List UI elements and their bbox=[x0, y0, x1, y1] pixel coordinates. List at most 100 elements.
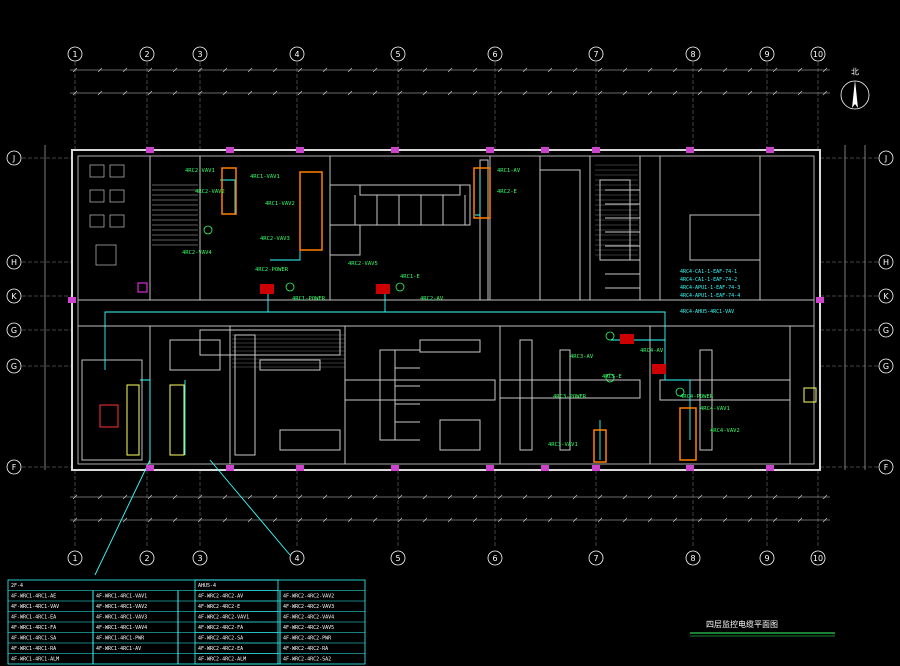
grid-row-label: K bbox=[883, 292, 889, 301]
grid-bubble bbox=[685, 550, 701, 566]
grid-column-label: 10 bbox=[813, 50, 823, 59]
equipment-tag: 4RC4-AV bbox=[640, 348, 664, 354]
grid-column-label: 4 bbox=[294, 554, 299, 563]
grid-column-label: 4 bbox=[294, 50, 299, 59]
equipment-panels bbox=[99, 167, 817, 463]
table-cell: 4F-WRC1-4RC1-SA bbox=[11, 636, 56, 642]
equipment-tags: 4RC2-VAV14RC2-VAV24RC1-VAV14RC1-VAV24RC2… bbox=[182, 168, 740, 448]
equipment-tag: 4RC2-VAV2 bbox=[195, 189, 225, 195]
grid-bubble bbox=[759, 550, 775, 566]
grid-column-label: 7 bbox=[593, 50, 598, 59]
grid-bubble bbox=[810, 46, 826, 62]
grid-bubble bbox=[289, 550, 305, 566]
sensor-devices bbox=[203, 225, 685, 397]
table-cell: 4F-WRC1-4RC1-AE bbox=[11, 594, 56, 600]
grid-bubble bbox=[878, 254, 894, 270]
grid-bubble bbox=[487, 550, 503, 566]
grid-row-label: G bbox=[11, 362, 17, 371]
grid-bubble bbox=[139, 46, 155, 62]
equipment-tag: 4RC4-VAV2 bbox=[710, 428, 740, 434]
stairs bbox=[152, 164, 638, 368]
table-cell: 4F-WRC2-4RC2-EA bbox=[198, 646, 243, 652]
table-cell: 4F-WRC1-4RC1-VAV3 bbox=[96, 615, 147, 621]
grid-row-label: F bbox=[12, 463, 17, 472]
dimension-ticks bbox=[72, 67, 828, 523]
equipment-tag: 4RC1-VAV1 bbox=[250, 174, 280, 180]
equipment-tag: 4RC1-VAV2 bbox=[265, 201, 295, 207]
grid-bubble bbox=[289, 46, 305, 62]
grid-column-label: 3 bbox=[197, 50, 202, 59]
grid-bubble bbox=[878, 288, 894, 304]
equipment-tag: 4RC2-E bbox=[497, 189, 517, 195]
table-title: AHU5-4 bbox=[198, 583, 216, 589]
drawing-title: 四层监控电缆平面图 bbox=[706, 619, 778, 629]
table-cell: 4F-WRC2-4RC2-VAV5 bbox=[283, 625, 334, 631]
grid-bubble bbox=[878, 150, 894, 166]
grid-bubble bbox=[67, 550, 83, 566]
grid-bubble bbox=[685, 46, 701, 62]
grid-bubble bbox=[6, 322, 22, 338]
grid-column-label: 10 bbox=[813, 554, 823, 563]
grid-bubble bbox=[759, 46, 775, 62]
building-outline bbox=[71, 149, 821, 471]
grid-bubble bbox=[6, 288, 22, 304]
equipment-tag: 4RC2-VAV3 bbox=[260, 236, 290, 242]
table-cell: 4F-WRC2-4RC2-PWR bbox=[283, 636, 332, 642]
table-cell: 4F-WRC1-4RC1-VAV bbox=[11, 604, 59, 610]
grid-row-label: K bbox=[11, 292, 17, 301]
grid-row-label: G bbox=[883, 362, 889, 371]
grid-column-label: 2 bbox=[144, 554, 149, 563]
grid-bubble bbox=[6, 254, 22, 270]
grid-bubble bbox=[192, 46, 208, 62]
north-label: 北 bbox=[851, 68, 859, 77]
equipment-tag: 4RC5-E bbox=[602, 374, 622, 380]
table-cell: 4F-WRC2-4RC2-VAV4 bbox=[283, 615, 334, 621]
structural-columns bbox=[68, 147, 824, 471]
grid-bubble bbox=[487, 46, 503, 62]
table-cell: 4F-WRC2-4RC2-VAV3 bbox=[283, 604, 334, 610]
table-cell: 4F-WRC2-4RC2-SA bbox=[198, 636, 243, 642]
drawing-title-block: 四层监控电缆平面图 bbox=[690, 619, 835, 637]
table-cell: 4F-WRC2-4RC2-SA2 bbox=[283, 657, 331, 663]
table-cell: 4F-WRC2-4RC2-E bbox=[198, 604, 240, 610]
grid-bubble bbox=[390, 46, 406, 62]
cable-note: 4RC4-CA1-1-EAF-74-1 bbox=[680, 269, 737, 275]
grid-column-label: 8 bbox=[690, 554, 695, 563]
equipment-tag: 4RC2-POWER bbox=[255, 267, 289, 273]
table-cell: 4F-WRC2-4RC2-ALM bbox=[198, 657, 246, 663]
equipment-tag: 4RC4-POWER bbox=[680, 394, 714, 400]
grid-bubble bbox=[139, 550, 155, 566]
cable-note: 4RC4-CA1-1-EAF-74-2 bbox=[680, 277, 737, 283]
grid-bubble bbox=[588, 550, 604, 566]
grid-column-label: 8 bbox=[690, 50, 695, 59]
grid-column-label: 5 bbox=[395, 554, 400, 563]
equipment-tag: 4RC1-POWER bbox=[292, 296, 326, 302]
equipment-tag: 4RC3-VAV1 bbox=[548, 442, 578, 448]
grid-column-label: 6 bbox=[492, 554, 497, 563]
grid-row-label: H bbox=[11, 258, 17, 267]
cable-note: 4RC4-AHU5-4RC1-VAV bbox=[680, 309, 734, 315]
table-cell: 4F-WRC1-4RC1-EA bbox=[11, 615, 56, 621]
grid-column-label: 1 bbox=[72, 554, 77, 563]
equipment-tag: 4RC2-AV bbox=[420, 296, 444, 302]
grid-bubble bbox=[6, 459, 22, 475]
grid-row-label: G bbox=[883, 326, 889, 335]
grid-column-label: 7 bbox=[593, 554, 598, 563]
cable-note: 4RC4-APU1-1-EAF-74-3 bbox=[680, 285, 740, 291]
table-cell: 4F-WRC1-4RC1-RA bbox=[11, 646, 56, 652]
table-cell: 4F-WRC2-4RC2-VAV2 bbox=[283, 594, 334, 600]
table-cell: 4F-WRC1-4RC1-ALM bbox=[11, 657, 59, 663]
grid-bubble bbox=[588, 46, 604, 62]
equipment-tag: 4RC1-AV bbox=[497, 168, 521, 174]
table-cell: 4F-WRC2-4RC2-VAV1 bbox=[198, 615, 249, 621]
grid-bubble bbox=[192, 550, 208, 566]
north-arrow: 北 bbox=[840, 68, 870, 110]
grid-bubble bbox=[6, 150, 22, 166]
table-title: 2F-4 bbox=[11, 583, 23, 589]
grid-column-label: 2 bbox=[144, 50, 149, 59]
grid-bubble bbox=[810, 550, 826, 566]
equipment-tag: 4RC4-VAV1 bbox=[700, 406, 730, 412]
table-cell: 4F-WRC1-4RC1-FA bbox=[11, 625, 56, 631]
